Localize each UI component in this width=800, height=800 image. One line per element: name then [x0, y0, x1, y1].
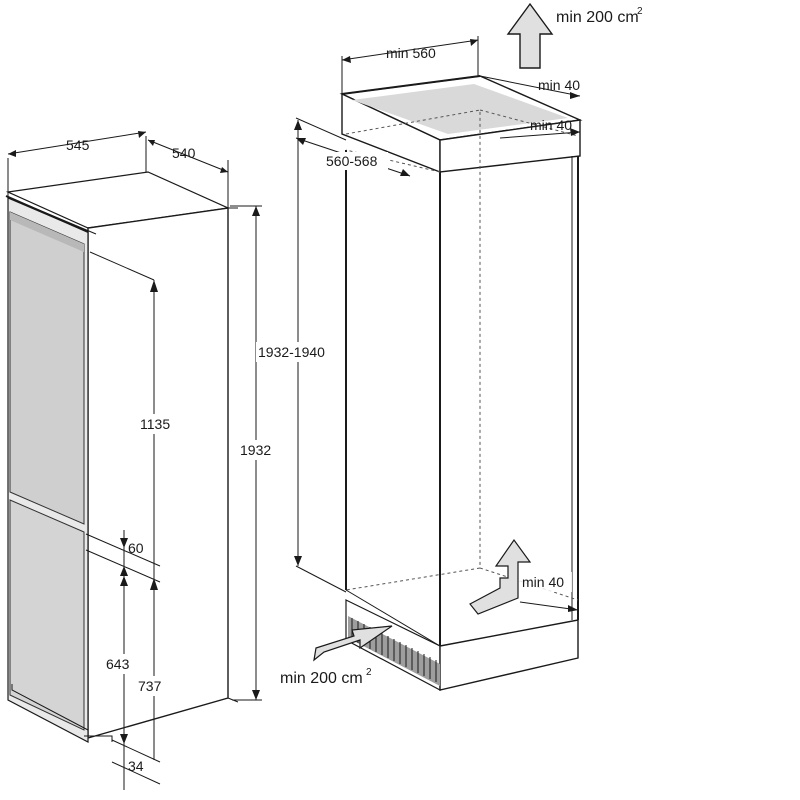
label-depth: 540 [172, 145, 196, 161]
label-vent-bottom: min 200 cm 2 [280, 667, 372, 687]
dim-depth-540: 540 [147, 139, 229, 208]
dim-gap-60: 60 [85, 530, 161, 583]
label-rear-gap: min 40 [530, 117, 572, 133]
label-lower-door: 643 [106, 656, 130, 672]
label-width: 545 [66, 137, 90, 153]
dim-top-gap: min 40 [479, 75, 580, 99]
label-lower-height: 737 [138, 678, 162, 694]
label-plinth: 34 [128, 758, 144, 774]
dim-rear-gap: min 40 [499, 117, 581, 139]
dim-lower-643: 643 [104, 574, 138, 740]
svg-text:min 200 cm: min 200 cm [280, 670, 363, 687]
label-niche-height: 1932-1940 [258, 344, 325, 360]
label-vent-top: min 200 cm 2 [556, 6, 643, 26]
label-bottom-gap: min 40 [522, 574, 564, 590]
label-top-gap: min 40 [538, 77, 580, 93]
dim-lower-737: 737 [136, 574, 170, 760]
dim-niche-height: 1932-1940 [256, 117, 347, 593]
fridge-upper-door [9, 211, 85, 525]
label-gap: 60 [128, 540, 144, 556]
dim-width-545: 545 [7, 131, 147, 196]
niche-drawing [339, 75, 583, 691]
svg-text:2: 2 [366, 667, 372, 678]
svg-text:min 200 cm: min 200 cm [556, 9, 639, 26]
label-upper-height: 1135 [140, 416, 170, 432]
dim-upper-1135: 1135 [89, 251, 176, 574]
fridge-drawing [5, 171, 239, 743]
dim-plinth-34: 34 [111, 734, 161, 790]
label-niche-depth: 560-568 [326, 153, 378, 169]
fridge-lower-door [9, 499, 85, 731]
label-height-total: 1932 [240, 442, 271, 458]
svg-text:2: 2 [637, 6, 643, 17]
label-niche-width: min 560 [386, 45, 436, 61]
dim-niche-width: min 560 [341, 36, 479, 94]
dim-bottom-gap: min 40 [519, 572, 579, 612]
dim-height-1932: 1932 [230, 205, 274, 701]
airflow-arrow-icon [469, 538, 532, 615]
dim-niche-depth: 560-568 [295, 137, 411, 177]
vent-arrow-up-icon [506, 2, 554, 69]
vent-arrow-in-icon [313, 625, 393, 662]
